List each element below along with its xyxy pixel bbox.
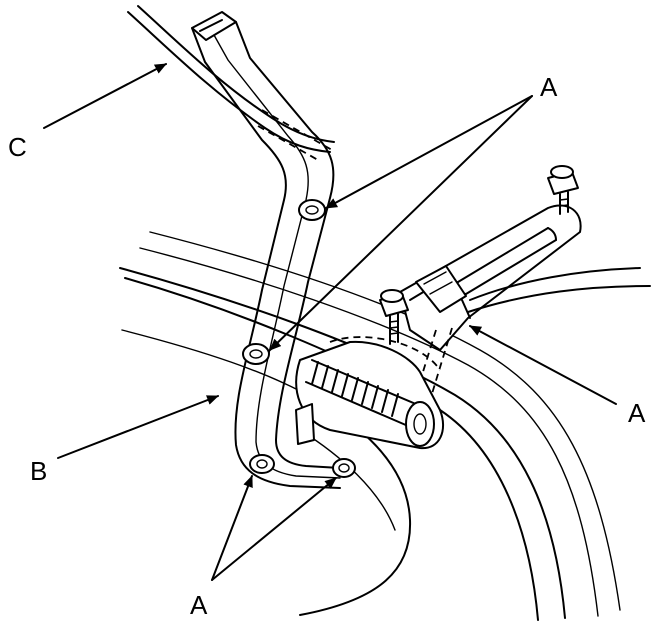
callout-c: C (8, 132, 27, 162)
hinge-spring-assembly (295, 336, 445, 450)
arrow-a-top-2 (269, 95, 533, 351)
callout-a-right: A (628, 398, 646, 428)
arrow-a-right (469, 325, 617, 405)
arrow-c (43, 63, 167, 129)
cable-c (127, 5, 335, 153)
arrow-b (57, 395, 219, 459)
arrow-a-top-1 (325, 95, 533, 209)
callout-a-top: A (540, 72, 558, 102)
clip-middle (242, 343, 270, 365)
clip-upper (298, 199, 326, 221)
leader-arrows (43, 63, 617, 581)
callout-b: B (30, 456, 48, 486)
coil-spring (311, 361, 399, 417)
arrow-a-bottom-1 (211, 475, 253, 581)
arrow-a-bottom-2 (211, 477, 337, 581)
bolt-upper (547, 165, 579, 215)
mounting-bracket (379, 165, 582, 351)
harness-clips (242, 199, 356, 478)
clip-lower-right (332, 458, 356, 478)
callout-a-bottom: A (190, 590, 208, 620)
bolt-lower (379, 289, 409, 345)
clip-lower-left (249, 454, 275, 474)
